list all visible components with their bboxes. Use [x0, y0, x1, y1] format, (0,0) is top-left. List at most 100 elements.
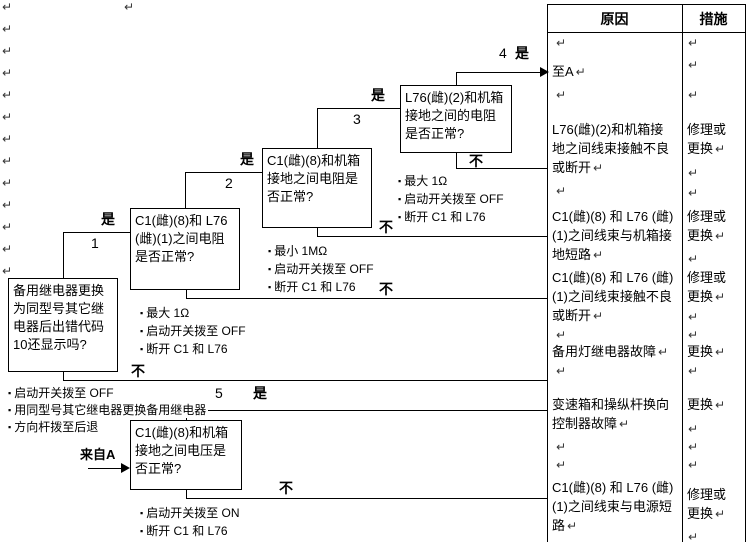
cause-text: 至A [552, 64, 574, 79]
paragraph-mark-icon: ↵ [2, 66, 13, 80]
step-number: 5 [214, 385, 224, 401]
flow-line-no-4 [456, 153, 457, 168]
cause-text: C1(雌)(8) 和 L76 (雌)(1)之间线束与机箱接地短路 [552, 209, 674, 262]
note-item: ▪断开 C1 和 L76 [398, 210, 488, 225]
paragraph-mark-icon: ↵ [2, 176, 13, 190]
note-text: 断开 C1 和 L76 [146, 342, 228, 356]
flow-line-yes-5 [186, 410, 547, 411]
no-label: 不 [378, 219, 394, 235]
cause-cell: C1(雌)(8) 和 L76 (雌)(1)之间线束与电源短路↵ [552, 478, 676, 536]
paragraph-mark-icon: ↵ [688, 458, 699, 472]
note-item: ▪启动开关拨至 OFF [398, 192, 506, 207]
flow-line-yes-2 [185, 172, 262, 173]
paragraph-mark-icon: ↵ [715, 507, 726, 521]
paragraph-mark-icon: ↵ [715, 345, 726, 359]
note-text: 断开 C1 和 L76 [404, 210, 486, 224]
cause-cell: C1(雌)(8) 和 L76 (雌)(1)之间线束接触不良或断开↵ [552, 268, 676, 326]
cause-text: 备用灯继电器故障 [552, 344, 657, 359]
note-item: ▪方向杆拨至后退 [8, 420, 101, 435]
note-text: 方向杆拨至后退 [14, 420, 99, 434]
note-text: 启动开关拨至 OFF [146, 324, 246, 338]
table-header-underline [547, 32, 746, 33]
paragraph-mark-icon: ↵ [688, 166, 699, 180]
question-text: L76(雌)(2)和机箱接地之间的电阻是否正常? [405, 90, 504, 141]
bullet-icon: ▪ [8, 388, 12, 398]
yes-label: 是 [252, 385, 268, 401]
paragraph-mark-icon: ↵ [593, 248, 604, 262]
note-text: 启动开关拨至 OFF [14, 386, 114, 400]
note-item: ▪断开 C1 和 L76 [140, 524, 230, 539]
measure-text: 修理或更换 [687, 487, 727, 521]
note-text: 用同型号其它继电器更换备用继电器 [14, 403, 207, 417]
paragraph-mark-icon: ↵ [688, 88, 699, 102]
bullet-icon: ▪ [140, 308, 144, 318]
bullet-icon: ▪ [268, 246, 272, 256]
measure-cell: 修理或更换↵ [687, 268, 733, 307]
note-item: ▪用同型号其它继电器更换备用继电器 [8, 403, 209, 418]
flow-line-no-5 [186, 498, 547, 499]
note-text: 最小 1MΩ [274, 244, 328, 258]
no-label: 不 [468, 153, 484, 169]
step-number: 3 [352, 111, 362, 127]
no-label: 不 [378, 281, 394, 297]
paragraph-mark-icon: ↵ [715, 290, 726, 304]
bullet-icon: ▪ [140, 508, 144, 518]
note-item: ▪启动开关拨至 OFF [8, 386, 116, 401]
flow-line-no-3 [317, 236, 547, 237]
paragraph-mark-icon: ↵ [2, 88, 13, 102]
decision-box-4: L76(雌)(2)和机箱接地之间的电阻是否正常? [400, 85, 512, 153]
paragraph-mark-icon: ↵ [2, 22, 13, 36]
paragraph-mark-icon: ↵ [688, 186, 699, 200]
measure-cell: 更换↵ [687, 342, 733, 362]
cause-cell: L76(雌)(2)和机箱接地之间线束接触不良或断开↵ [552, 120, 676, 178]
bullet-icon: ▪ [398, 212, 402, 222]
paragraph-mark-icon: ↵ [556, 328, 567, 342]
cause-cell: 至A↵ [552, 62, 676, 82]
paragraph-mark-icon: ↵ [593, 161, 604, 175]
paragraph-mark-icon: ↵ [688, 310, 699, 324]
table-header-cause: 原因 [600, 11, 629, 27]
step-number: 1 [90, 235, 100, 251]
table-column-divider [682, 4, 683, 542]
yes-label: 是 [370, 87, 386, 103]
decision-box-5: C1(雌)(8)和机箱接地之间电压是否正常? [130, 420, 242, 490]
paragraph-mark-icon: ↵ [688, 36, 699, 50]
paragraph-mark-icon: ↵ [688, 364, 699, 378]
cause-cell: 变速箱和操纵杆换向控制器故障↵ [552, 395, 676, 434]
paragraph-mark-icon: ↵ [556, 36, 567, 50]
question-text: C1(雌)(8)和 L76 (雌)(1)之间电阻是否正常? [135, 213, 228, 264]
paragraph-mark-icon: ↵ [593, 309, 604, 323]
note-text: 启动开关拨至 OFF [404, 192, 504, 206]
table-border-top [547, 4, 746, 5]
bullet-icon: ▪ [8, 422, 12, 432]
note-text: 断开 C1 和 L76 [274, 280, 356, 294]
measure-text: 更换 [687, 397, 714, 412]
note-item: ▪最大 1Ω [398, 174, 450, 189]
paragraph-mark-icon: ↵ [2, 154, 13, 168]
paragraph-mark-icon: ↵ [688, 58, 699, 72]
note-item: ▪启动开关拨至 ON [140, 506, 242, 521]
cause-text: 变速箱和操纵杆换向控制器故障 [552, 397, 670, 431]
bullet-icon: ▪ [140, 526, 144, 536]
flow-line-no-1 [63, 380, 547, 381]
measure-cell: 修理或更换↵ [687, 207, 733, 246]
note-item: ▪断开 C1 和 L76 [268, 280, 358, 295]
cause-text: L76(雌)(2)和机箱接地之间线束接触不良或断开 [552, 122, 670, 175]
note-item: ▪最小 1MΩ [268, 244, 330, 259]
decision-box-2: C1(雌)(8)和 L76 (雌)(1)之间电阻是否正常? [130, 208, 240, 290]
yes-label: 是 [514, 45, 530, 61]
paragraph-mark-icon: ↵ [567, 519, 578, 533]
paragraph-mark-icon: ↵ [2, 220, 13, 234]
paragraph-mark-icon: ↵ [2, 0, 13, 14]
arrow-right-icon [540, 67, 549, 77]
question-text: 备用继电器更换为同型号其它继电器后出错代码10还显示吗? [13, 283, 105, 352]
paragraph-mark-icon: ↵ [556, 440, 567, 454]
bullet-icon: ▪ [268, 282, 272, 292]
paragraph-mark-icon: ↵ [715, 142, 726, 156]
paragraph-mark-icon: ↵ [715, 398, 726, 412]
measure-text: 更换 [687, 344, 714, 359]
question-text: C1(雌)(8)和机箱接地之间电压是否正常? [135, 425, 229, 476]
yes-label: 是 [239, 151, 255, 167]
step-number: 4 [498, 45, 508, 61]
note-item: ▪启动开关拨至 OFF [140, 324, 248, 339]
